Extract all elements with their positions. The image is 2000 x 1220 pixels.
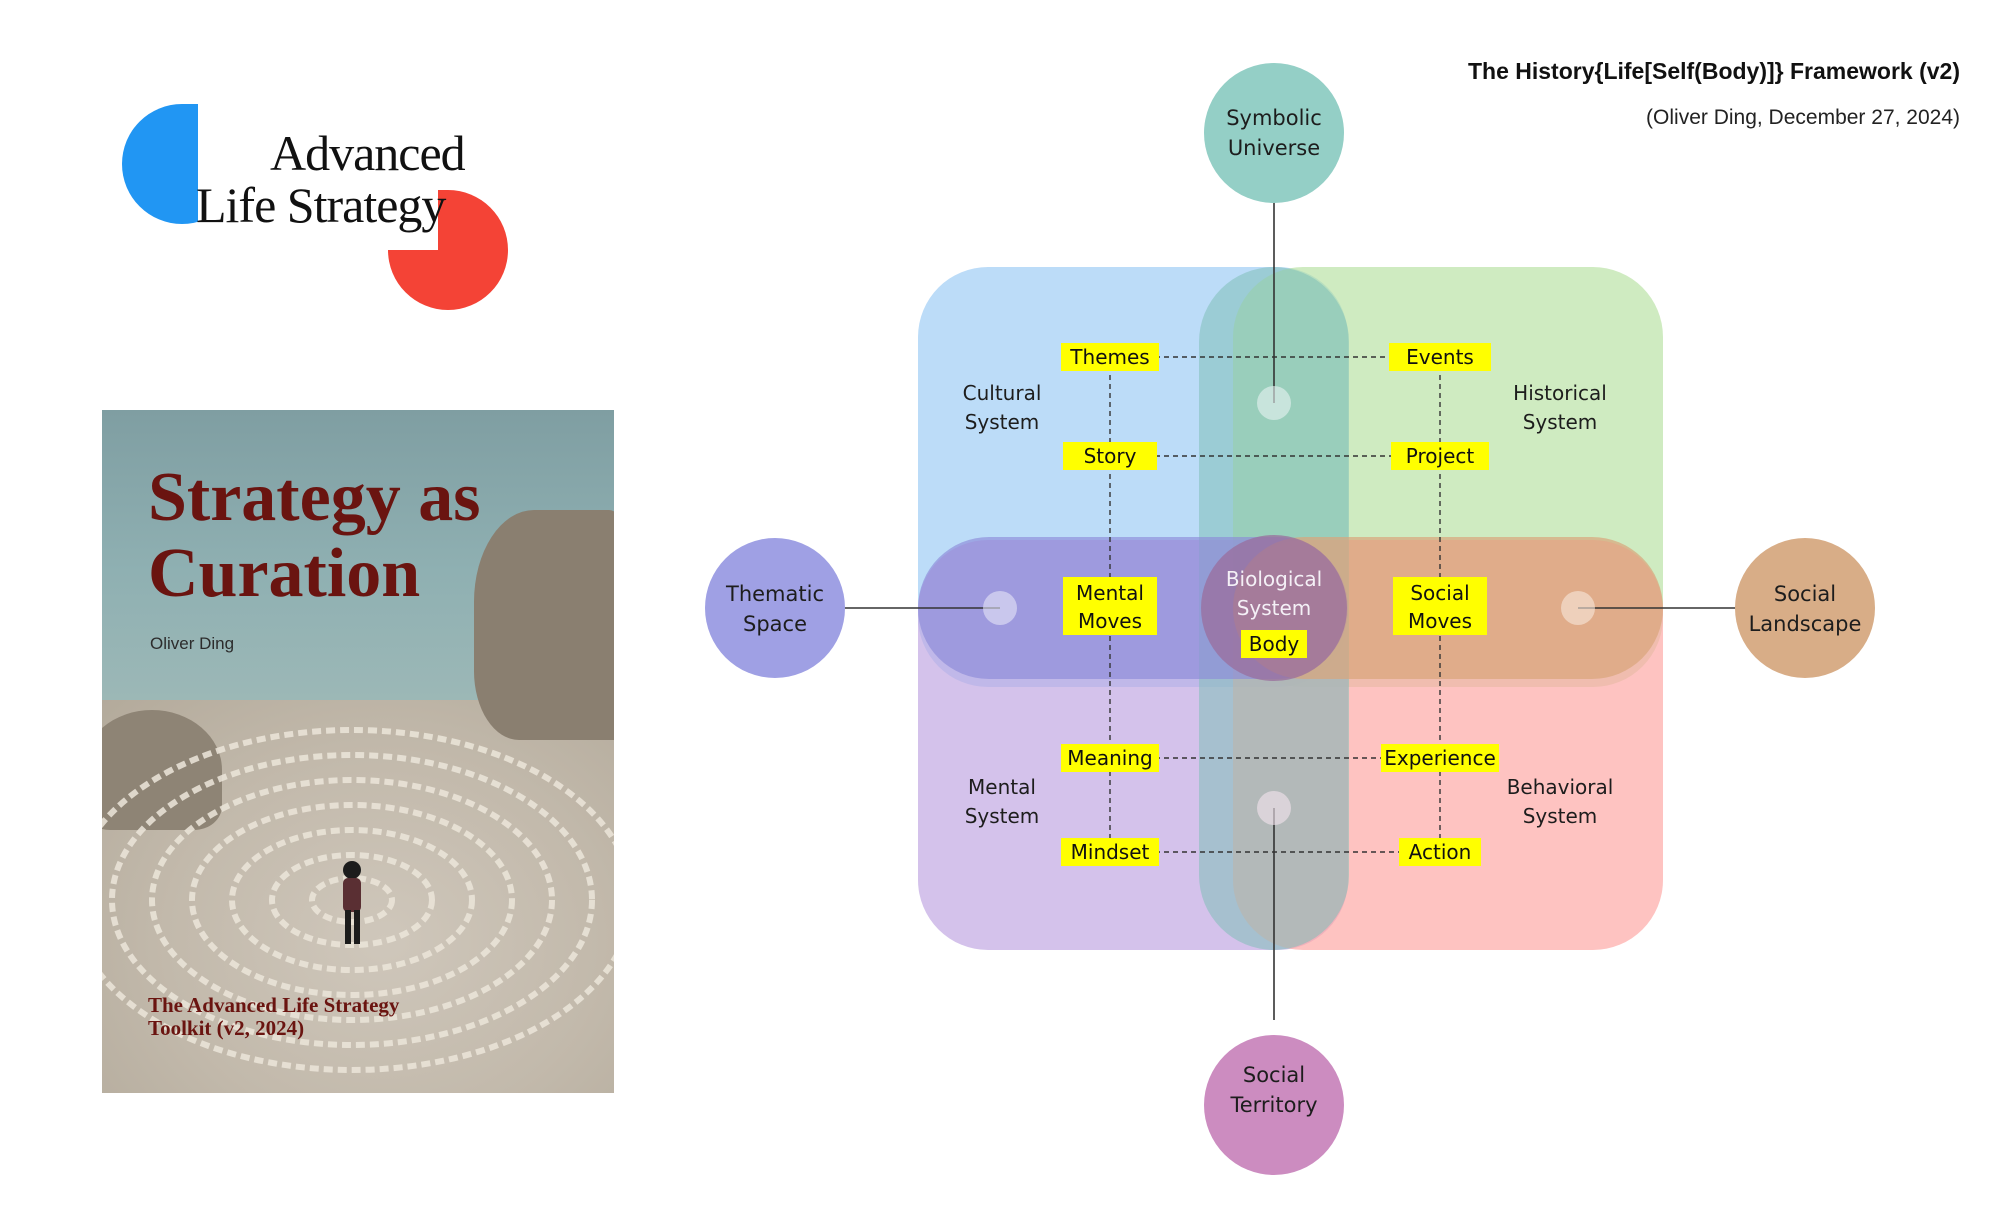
mental-moves-highlight [1063, 577, 1157, 635]
logo-text-line1: Advanced [270, 125, 466, 181]
social-territory-label-2: Territory [1229, 1093, 1317, 1117]
symbolic-universe-node [1204, 63, 1344, 203]
anchor-dot-bottom [1257, 791, 1291, 825]
social-landscape-label-1: Social [1774, 582, 1836, 606]
historical-system-label-2: System [1523, 410, 1598, 434]
action-highlight [1399, 838, 1481, 866]
label-themes: Themes [1069, 345, 1149, 369]
cover-rock [474, 510, 614, 740]
logo-background [198, 100, 438, 250]
themes-highlight [1061, 343, 1159, 371]
cover-author: Oliver Ding [150, 634, 235, 653]
anchor-dot-left [983, 591, 1017, 625]
cover-subtitle: The Advanced Life Strategy Toolkit (v2, … [148, 994, 508, 1040]
symbolic-universe-label-2: Universe [1228, 136, 1320, 160]
label-mental-moves-1: Mental [1076, 581, 1144, 605]
label-mental-moves-2: Moves [1078, 609, 1142, 633]
cover-person-figure [343, 861, 361, 944]
anchor-dot-top [1257, 386, 1291, 420]
thematic-space-node [705, 538, 845, 678]
label-social-moves-1: Social [1410, 581, 1469, 605]
label-social-moves-2: Moves [1408, 609, 1472, 633]
cover-title-line1: Strategy as [148, 459, 481, 536]
social-moves-highlight [1393, 577, 1487, 635]
mental-system-label-2: System [965, 804, 1040, 828]
label-story: Story [1084, 444, 1137, 468]
meaning-highlight [1061, 744, 1159, 772]
label-action: Action [1409, 840, 1472, 864]
mindset-highlight [1061, 838, 1159, 866]
label-experience: Experience [1384, 746, 1496, 770]
social-territory-node [1204, 1035, 1344, 1175]
symbolic-universe-label-1: Symbolic [1226, 106, 1322, 130]
cover-labyrinth [102, 727, 614, 1073]
behavioral-system-label-1: Behavioral [1507, 775, 1614, 799]
historical-system-label-1: Historical [1513, 381, 1607, 405]
logo: Advanced Life Strategy [118, 100, 538, 320]
cover-title-line2: Curation [148, 535, 421, 612]
thematic-space-label-1: Thematic [725, 582, 824, 606]
anchor-dot-right [1561, 591, 1595, 625]
experience-highlight [1381, 744, 1499, 772]
cover-subtitle-line1: The Advanced Life Strategy [148, 993, 400, 1017]
social-territory-label-1: Social [1243, 1063, 1305, 1087]
thematic-space-label-2: Space [743, 612, 807, 636]
project-highlight [1391, 442, 1489, 470]
highlight-labels: Themes Events Story Project Mental Moves… [1061, 343, 1499, 866]
social-landscape-node [1735, 538, 1875, 678]
biological-system-circle [1201, 535, 1347, 681]
behavioral-system-label-2: System [1523, 804, 1598, 828]
label-events: Events [1406, 345, 1474, 369]
label-project: Project [1406, 444, 1475, 468]
label-mindset: Mindset [1071, 840, 1150, 864]
body-highlight [1241, 630, 1307, 658]
label-body: Body [1249, 632, 1300, 656]
diagram-credit: (Oliver Ding, December 27, 2024) [1646, 106, 1960, 129]
cultural-system-label-2: System [965, 410, 1040, 434]
cultural-system-label-1: Cultural [963, 381, 1042, 405]
cover-subtitle-line2: Toolkit (v2, 2024) [148, 1016, 305, 1040]
diagram-title: The History{Life[Self(Body)]} Framework … [1467, 58, 1960, 84]
biological-system-label-2: System [1237, 596, 1312, 620]
social-landscape-label-2: Landscape [1749, 612, 1862, 636]
mental-system-label-1: Mental [968, 775, 1036, 799]
book-cover: Strategy as Curation Oliver Ding The Adv… [102, 410, 614, 1093]
story-highlight [1063, 442, 1157, 470]
label-meaning: Meaning [1067, 746, 1152, 770]
events-highlight [1389, 343, 1491, 371]
biological-system-label-1: Biological [1226, 567, 1322, 591]
cover-title: Strategy as Curation [148, 460, 480, 612]
logo-text-line2: Life Strategy [196, 177, 446, 233]
